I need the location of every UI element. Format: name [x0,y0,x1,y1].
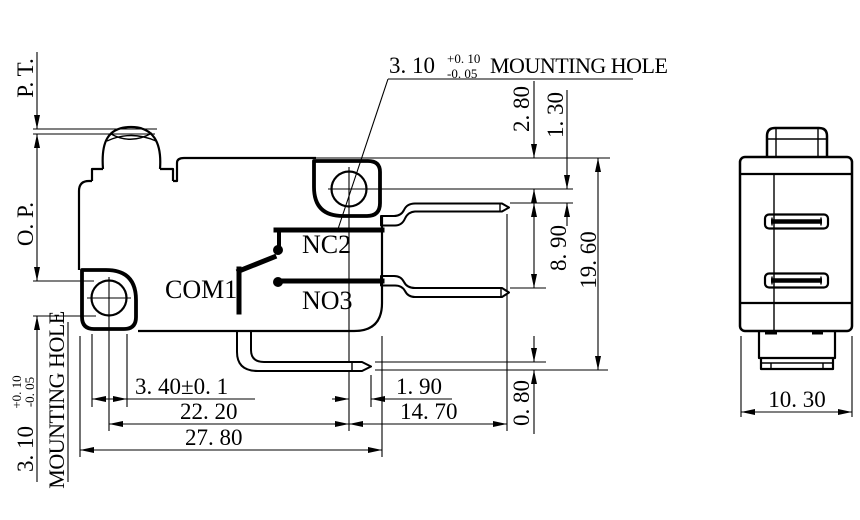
dim-text-14-70: 14. 70 [400,399,458,424]
switch-body-outline [77,179,92,192]
label-operating-position: O. P. [13,202,38,246]
dim-text-1-30: 1. 30 [543,92,568,138]
nc-contact-dot [273,245,283,255]
side-terminal-slot-lower [763,272,830,289]
label-no3: NO3 [302,286,353,315]
no-contact-dot [273,277,283,287]
plunger-button [101,125,162,170]
callout-left-size: 3. 10 [13,426,38,472]
label-com1: COM1 [165,275,237,304]
callout-left-label: MOUNTING HOLE [44,311,69,488]
dim-text-3-40: 3. 40±0. 1 [135,374,228,399]
callout-top-tol-minus: -0. 05 [447,66,477,81]
side-terminal-slot-upper [763,213,830,230]
side-view: 10. 30 [738,126,854,417]
dim-text-10-30: 10. 30 [768,387,826,412]
left-dimensions: P. T. O. P. 3. 10 +0. 10 -0. 05 MOUNTING… [9,52,69,489]
leader-line [337,78,389,230]
no-terminal-blade [380,275,510,298]
callout-top-label: MOUNTING HOLE [490,53,667,78]
callout-left-tol-minus: -0. 05 [22,377,37,407]
dim-text-1-90: 1. 90 [396,374,442,399]
plunger-pedestal [90,167,175,181]
nc-terminal-blade [380,202,510,227]
side-bottom-block [757,331,837,371]
mounting-hole-top-right [330,170,368,208]
mounting-boss-bottom-left [80,268,138,331]
mounting-boss-top-right [312,159,382,218]
callout-top-size: 3. 10 [389,53,435,78]
side-body [738,155,854,333]
label-pretravel: P. T. [13,58,38,97]
callout-left-tol-plus: +0. 10 [9,375,24,408]
com-terminal-blade [236,330,372,372]
front-view: COM1 NC2 NO3 [77,125,510,372]
bottom-dimensions: 3. 40±0. 1 1. 90 22. 20 14. 70 27. 80 [80,374,507,453]
dim-text-19-60: 19. 60 [576,231,601,289]
dim-text-0-80: 0. 80 [509,380,534,426]
contact-lever [235,253,278,275]
dim-text-22-20: 22. 20 [180,399,238,424]
label-nc2: NC2 [302,230,351,259]
side-plunger [765,126,829,157]
callout-top-tol-plus: +0. 10 [447,51,480,66]
construction-lines [33,128,610,457]
dim-body-depth: 10. 30 [740,336,853,417]
switch-contact-symbol [235,227,385,315]
dim-text-27-80: 27. 80 [185,425,243,450]
right-dimensions: 2. 80 1. 30 8. 90 19. 60 0. 80 [509,81,601,434]
dim-text-8-90: 8. 90 [546,225,571,271]
dim-text-2-80: 2. 80 [509,86,534,132]
callout-mounting-hole-top: 3. 10 +0. 10 -0. 05 MOUNTING HOLE [337,51,668,230]
